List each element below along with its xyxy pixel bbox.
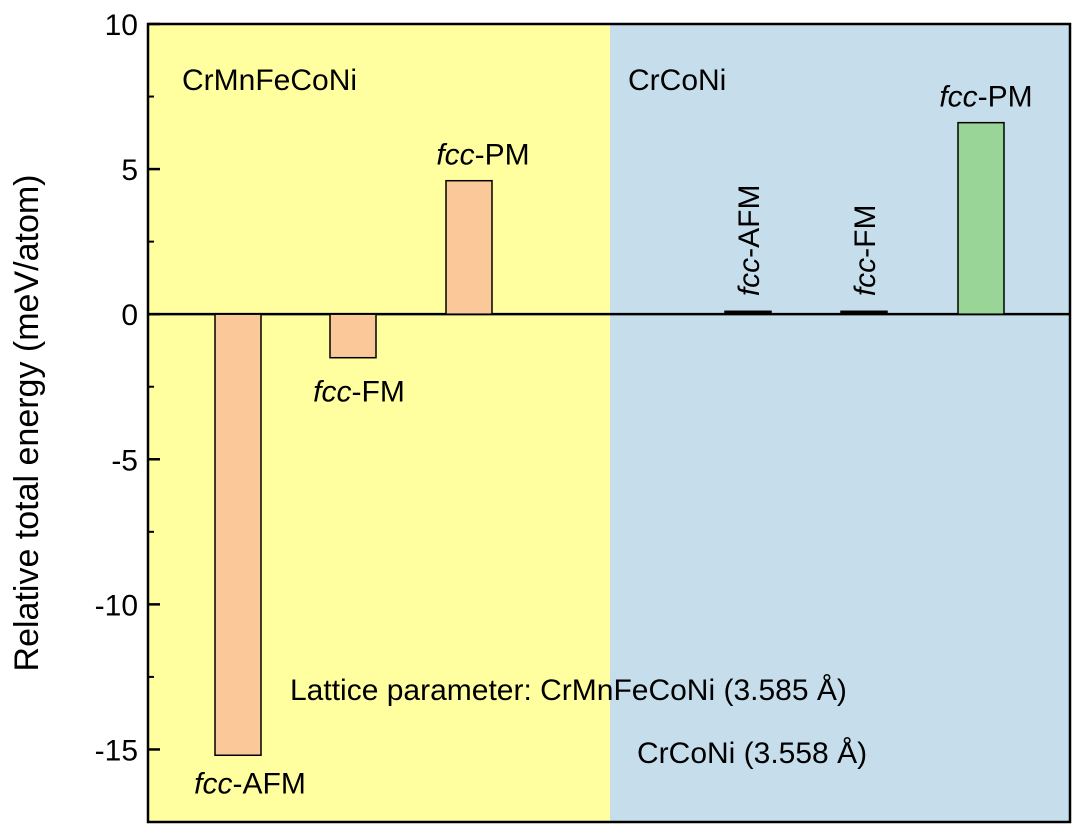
bar-label-crmnfeconi-fcc-pm: fcc-PM <box>436 139 529 172</box>
bar-crmnfeconi-fcc-afm <box>214 313 262 757</box>
bar-label-crconi-fcc-pm: fcc-PM <box>939 81 1032 114</box>
y-tick-label-5: 5 <box>121 154 138 187</box>
bar-crmnfeconi-fcc-fm <box>329 313 377 359</box>
bar-label-crconi-fcc-afm: fcc-AFM <box>733 185 766 297</box>
y-tick-label--10: -10 <box>95 589 138 622</box>
y-tick-label-0: 0 <box>121 299 138 332</box>
bar-crmnfeconi-fcc-pm <box>445 179 493 315</box>
lattice-annotation-crconi: CrCoNi (3.558 Å) <box>637 737 867 770</box>
lattice-annotation: Lattice parameter: CrMnFeCoNi (3.585 Å) <box>290 674 847 707</box>
bar-label-crmnfeconi-fcc-afm: fcc-AFM <box>194 767 306 800</box>
y-tick-label--15: -15 <box>95 734 138 767</box>
plot-frame <box>146 22 1072 824</box>
y-tick-label-10: 10 <box>105 9 138 42</box>
bar-crconi-fcc-fm <box>840 310 888 315</box>
bar-label-crmnfeconi-fcc-fm: fcc-FM <box>313 376 405 409</box>
bar-label-crconi-fcc-fm: fcc-FM <box>849 205 882 297</box>
panel-title-crmnfeconi: CrMnFeCoNi <box>182 64 357 97</box>
bar-crconi-fcc-pm <box>957 121 1005 315</box>
y-axis-label: Relative total energy (meV/atom) <box>8 175 46 672</box>
bar-crconi-fcc-afm <box>724 310 772 315</box>
panel-title-crconi: CrCoNi <box>628 64 726 97</box>
y-tick-label--5: -5 <box>111 444 138 477</box>
